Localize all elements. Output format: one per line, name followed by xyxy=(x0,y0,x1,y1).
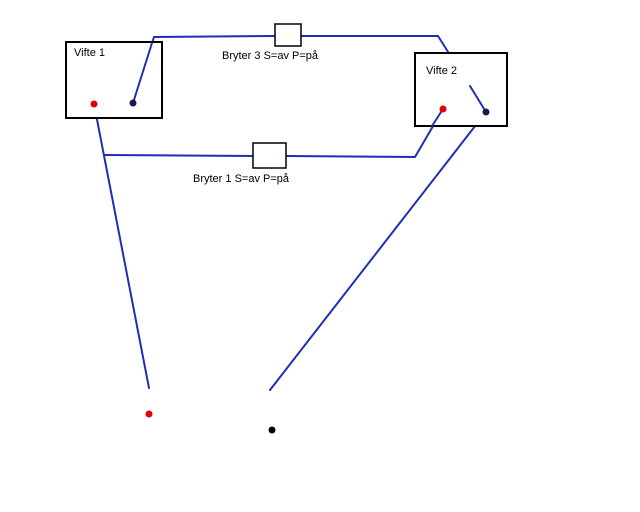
wires xyxy=(93,35,487,391)
fan-1-outline xyxy=(65,41,163,119)
wire-fan1-to-red-terminal xyxy=(93,103,150,389)
terminals xyxy=(90,99,490,434)
fan-2-box: Vifte 2 xyxy=(414,52,508,127)
switch-1: Bryter 1 S=av P=på xyxy=(193,142,290,185)
fan-2-dark-terminal xyxy=(482,108,490,116)
switch-1-box xyxy=(252,142,287,169)
switch-3-box xyxy=(274,23,302,47)
supply-red-terminal xyxy=(145,410,153,418)
fan-2-label: Vifte 2 xyxy=(426,65,457,77)
fan-2-outline xyxy=(414,52,508,127)
fan-1-box: Vifte 1 xyxy=(65,41,163,119)
switch-1-label: Bryter 1 S=av P=på xyxy=(193,173,290,185)
fan-2-red-terminal xyxy=(439,105,447,113)
switch-3: Bryter 3 S=av P=på xyxy=(222,23,319,62)
supply-black-terminal xyxy=(268,426,276,434)
wire-fan1-to-switch1 xyxy=(103,154,254,157)
fan-1-dark-terminal xyxy=(129,99,137,107)
switch-3-label: Bryter 3 S=av P=på xyxy=(222,50,319,62)
wire-fan2-to-black-terminal xyxy=(269,111,487,391)
wire-segment-fan1-inner xyxy=(132,42,153,104)
wire-segment-fan2-inner xyxy=(469,85,487,113)
fan-1-red-terminal xyxy=(90,100,98,108)
fan-1-label: Vifte 1 xyxy=(74,47,105,59)
